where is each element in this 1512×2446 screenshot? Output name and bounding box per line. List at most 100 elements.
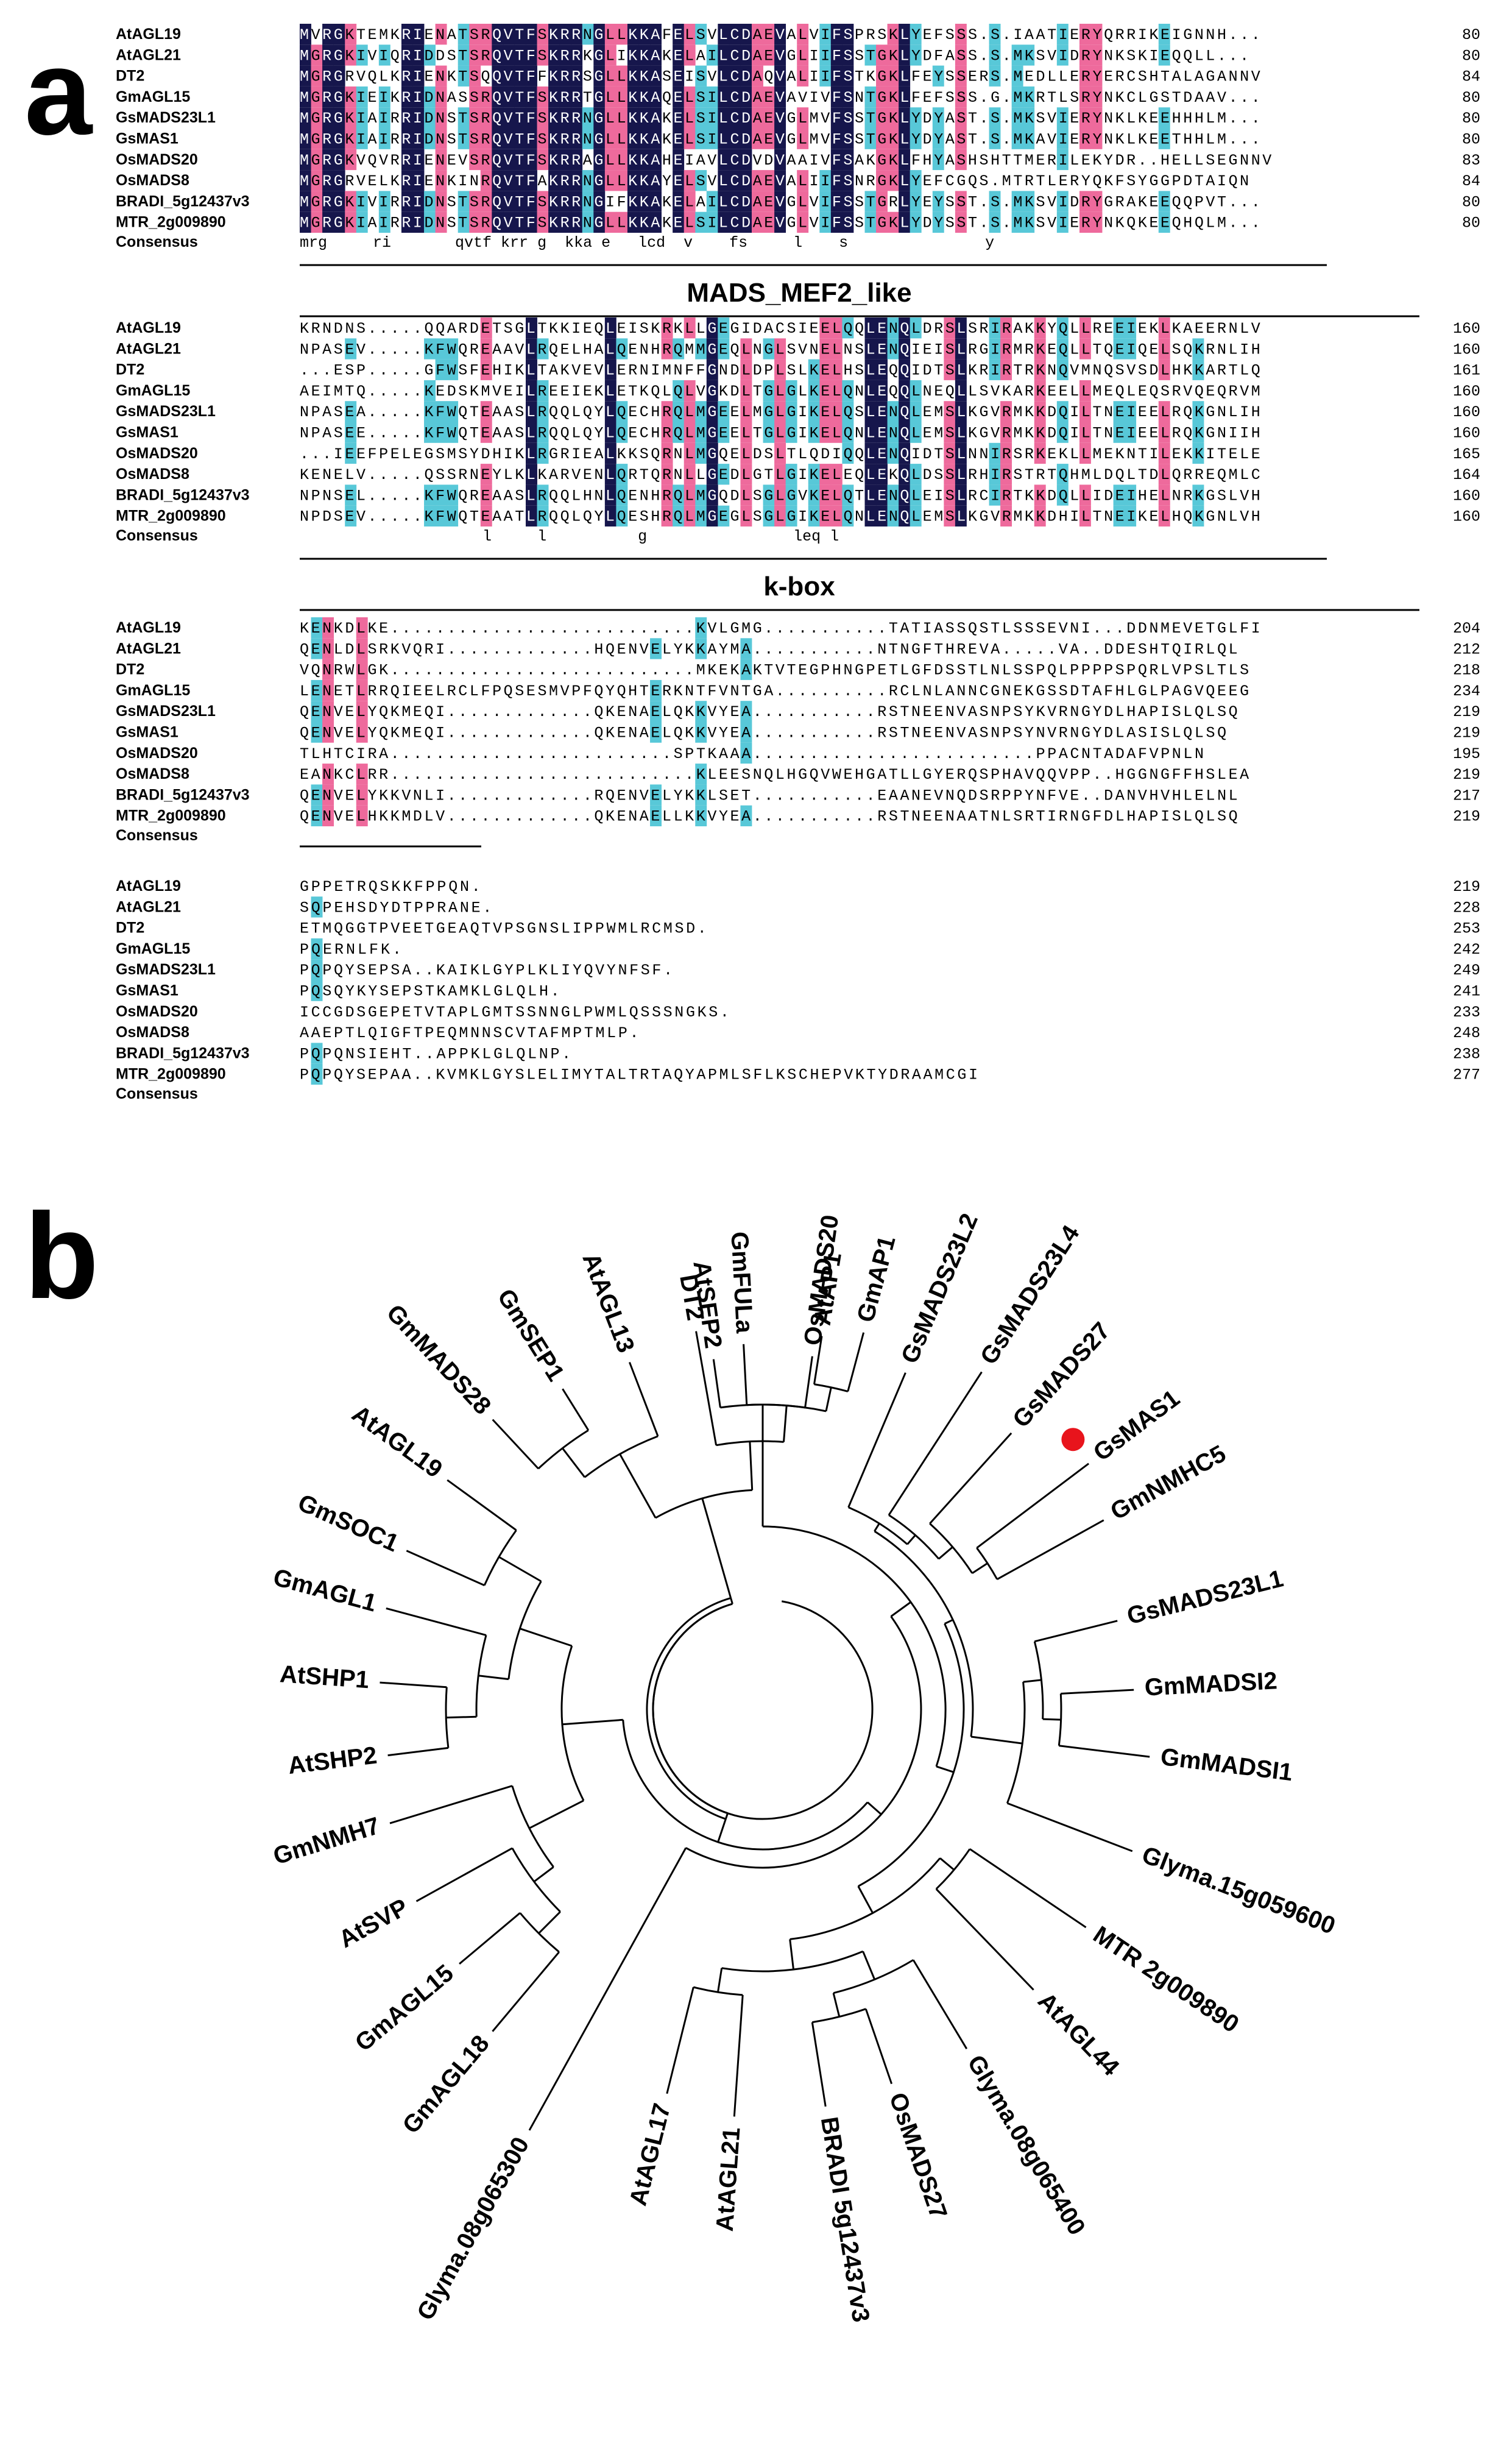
- sequence-end-position: 80: [1462, 47, 1480, 65]
- conservation-cell: [526, 128, 537, 149]
- sequence-end-position: 234: [1453, 682, 1480, 700]
- conservation-cell: [526, 24, 537, 45]
- conservation-cell: [650, 191, 662, 212]
- conservation-cell: [604, 442, 616, 464]
- conservation-cell: [955, 422, 967, 443]
- conservation-cell: [469, 149, 481, 171]
- conservation-cell: [559, 191, 571, 212]
- conservation-cell: [638, 107, 651, 129]
- conservation-cell: [887, 86, 899, 108]
- conservation-cell: [537, 211, 549, 233]
- conservation-cell: [537, 44, 549, 66]
- conservation-cell: [673, 211, 685, 233]
- conservation-cell: [435, 211, 447, 233]
- conservation-cell: [469, 24, 481, 45]
- tree-branch: [972, 1562, 988, 1574]
- conservation-cell: [774, 505, 786, 526]
- conservation-cell: [571, 149, 583, 171]
- tree-branch: [701, 1498, 732, 1598]
- conservation-cell: [492, 44, 504, 66]
- conservation-cell: [300, 24, 311, 45]
- panel-a-label: a: [24, 24, 93, 160]
- conservation-cell: [1158, 338, 1170, 360]
- conservation-cell: [604, 464, 616, 485]
- conservation-cell: [955, 442, 967, 464]
- tree-branch: [1034, 1620, 1118, 1643]
- conservation-cell: [401, 191, 413, 212]
- conservation-cell: [899, 442, 911, 464]
- conservation-cell: [492, 24, 504, 45]
- conservation-cell: [1023, 86, 1035, 108]
- conservation-cell: [955, 86, 967, 108]
- conservation-cell: [604, 170, 616, 191]
- conservation-cell: [718, 401, 730, 422]
- tree-branch: [935, 1848, 971, 1890]
- conservation-cell: [695, 170, 707, 191]
- conservation-cell: [899, 107, 911, 129]
- conservation-cell: [1079, 107, 1091, 129]
- conservation-cell: [300, 149, 311, 171]
- conservation-cell: [447, 338, 459, 360]
- conservation-cell: [752, 107, 763, 129]
- sequence-name: AtAGL21: [116, 898, 181, 915]
- tree-branch: [562, 1447, 585, 1478]
- conservation-cell: [842, 128, 854, 149]
- conservation-cell: [1158, 401, 1170, 422]
- conservation-cell: [333, 107, 345, 129]
- conservation-cell: [887, 65, 899, 87]
- conservation-cell: [830, 422, 843, 443]
- conservation-cell: [571, 128, 583, 149]
- conservation-cell: [322, 659, 334, 680]
- conservation-cell: [650, 784, 662, 806]
- conservation-cell: [932, 65, 944, 87]
- conservation-cell: [435, 65, 447, 87]
- conservation-cell: [752, 211, 763, 233]
- conservation-cell: [955, 338, 967, 360]
- conservation-cell: [526, 464, 537, 485]
- conservation-cell: [1113, 401, 1125, 422]
- conservation-cell: [673, 107, 685, 129]
- sequence-name: AtAGL19: [116, 619, 181, 636]
- conservation-cell: [910, 380, 922, 402]
- conservation-cell: [401, 24, 413, 45]
- conservation-cell: [842, 24, 854, 45]
- conservation-cell: [774, 191, 786, 212]
- conservation-cell: [876, 44, 888, 66]
- tree-branch: [717, 1818, 727, 1843]
- conservation-cell: [673, 401, 685, 422]
- conservation-cell: [797, 65, 809, 87]
- conservation-cell: [1158, 24, 1170, 45]
- conservation-cell: [740, 24, 752, 45]
- conservation-cell: [650, 24, 662, 45]
- sequence-name: BRADI_5g12437v3: [116, 786, 250, 803]
- conservation-cell: [729, 170, 741, 191]
- conservation-cell: [989, 211, 1001, 233]
- conservation-cell: [412, 65, 425, 87]
- conservation-cell: [638, 191, 651, 212]
- conservation-cell: [1125, 317, 1137, 339]
- conservation-cell: [774, 359, 786, 380]
- conservation-cell: [774, 170, 786, 191]
- conservation-cell: [830, 359, 843, 380]
- conservation-cell: [706, 359, 718, 380]
- conservation-cell: [616, 107, 628, 129]
- conservation-cell: [763, 380, 775, 402]
- sequence-name: OsMADS8: [116, 172, 189, 189]
- conservation-cell: [604, 359, 616, 380]
- sequence-end-position: 218: [1453, 662, 1480, 679]
- conservation-cell: [808, 359, 820, 380]
- conservation-cell: [1158, 464, 1170, 485]
- conservation-cell: [322, 191, 334, 212]
- conservation-cell: [910, 484, 922, 506]
- sequence-end-position: 80: [1462, 89, 1480, 107]
- sequence-end-position: 219: [1453, 766, 1480, 784]
- conservation-cell: [356, 86, 368, 108]
- conservation-cell: [627, 191, 639, 212]
- conservation-cell: [322, 44, 334, 66]
- sequence-residues: QENLDLSRKVQRI.............HQENVELYKKAYMA…: [300, 640, 1238, 658]
- conservation-cell: [1079, 128, 1091, 149]
- sequence-end-position: 217: [1453, 787, 1480, 804]
- conservation-cell: [785, 484, 797, 506]
